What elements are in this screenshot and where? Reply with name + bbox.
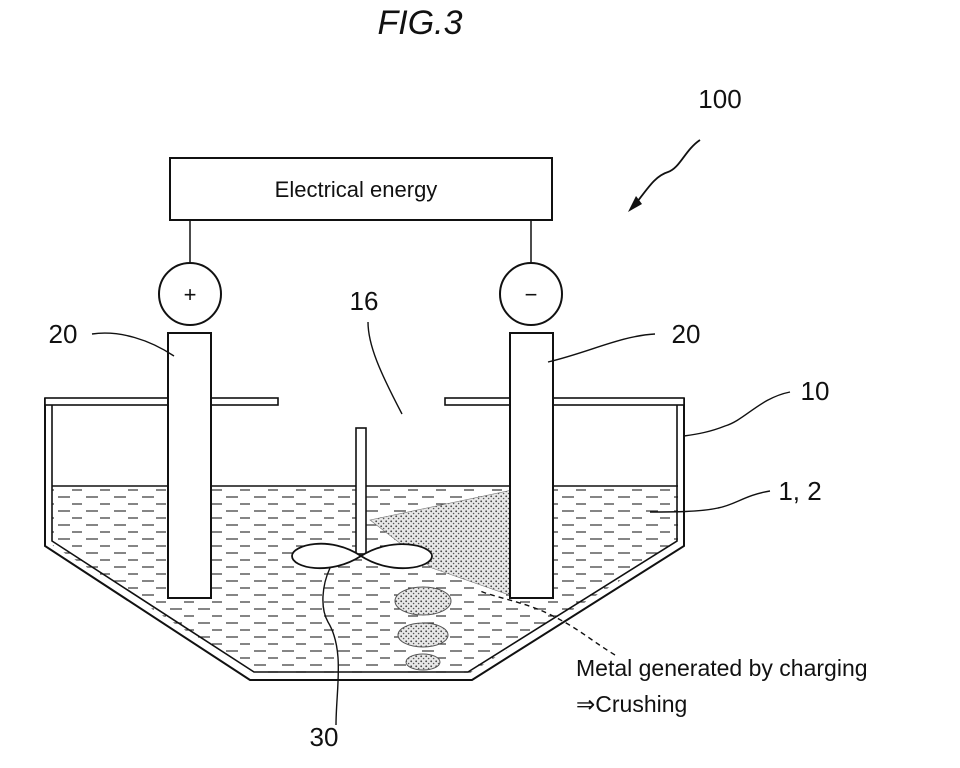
- lid-right: [445, 398, 684, 405]
- positive-sign: +: [184, 282, 197, 307]
- annotation-line-1: Metal generated by charging: [576, 655, 868, 681]
- annotation-line-2: ⇒Crushing: [576, 691, 687, 717]
- leader-opening: [368, 322, 402, 414]
- power-source-label: Electrical energy: [275, 177, 438, 202]
- leader-electrode-left: [92, 333, 174, 356]
- negative-electrode: [510, 333, 553, 598]
- container-ref: 10: [801, 376, 830, 406]
- stirrer-ref: 30: [310, 722, 339, 752]
- negative-sign: −: [525, 282, 538, 307]
- stirrer-shaft: [356, 428, 366, 554]
- leader-electrode-right: [548, 334, 655, 362]
- liquid-ref: 1, 2: [778, 476, 821, 506]
- positive-electrode: [168, 333, 211, 598]
- metal-particle-medium: [398, 623, 448, 647]
- electrode-ref-left: 20: [49, 319, 78, 349]
- leader-container: [684, 392, 790, 436]
- device-ref-label: 100: [698, 84, 741, 114]
- figure-title: FIG.3: [377, 4, 462, 42]
- metal-particle-small: [406, 654, 440, 670]
- device-ref-arrow: [634, 140, 700, 206]
- metal-particle-large: [395, 587, 451, 615]
- lid-left: [45, 398, 278, 405]
- electrode-ref-right: 20: [672, 319, 701, 349]
- opening-ref: 16: [350, 286, 379, 316]
